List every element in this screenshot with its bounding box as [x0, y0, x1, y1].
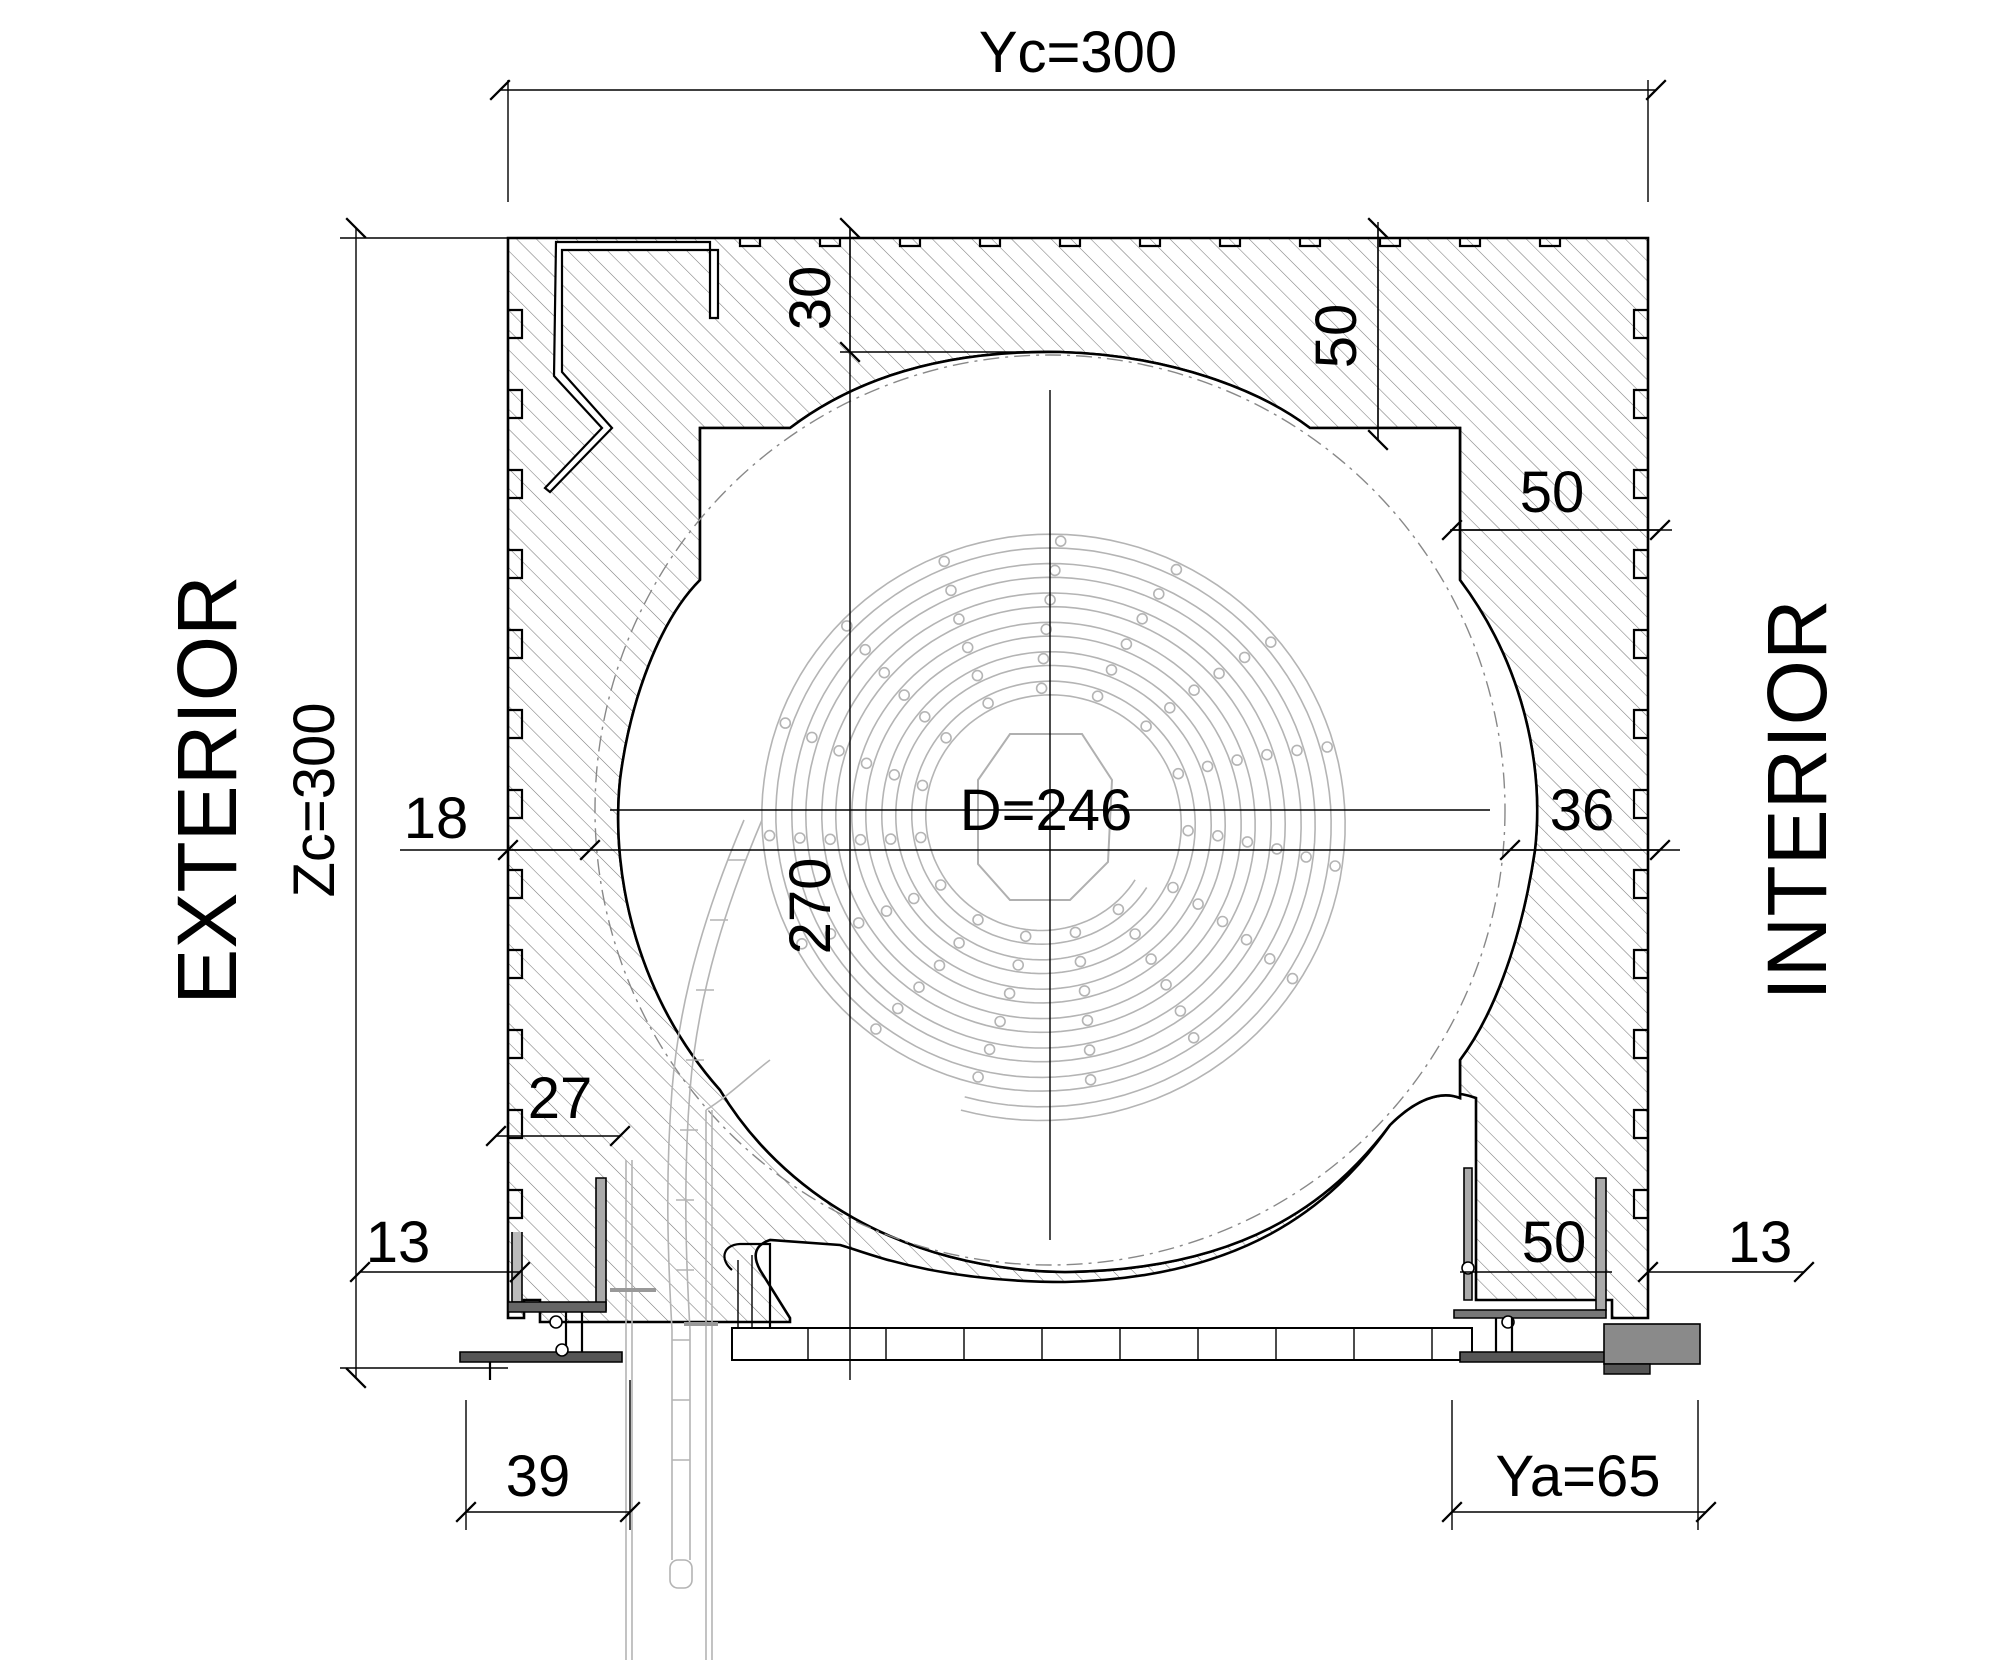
dim-left-27: 27 — [528, 1066, 593, 1131]
dim-top-30: 30 — [778, 266, 843, 331]
octagonal-axle — [977, 733, 1114, 901]
dim-left-13: 13 — [366, 1210, 431, 1275]
bottom-board — [723, 1242, 1473, 1361]
dim-right-13: 13 — [1728, 1210, 1793, 1275]
roll-cavity — [616, 350, 1539, 1274]
max-roll-circle — [594, 354, 1506, 1266]
dim-bottom-39: 39 — [506, 1444, 571, 1509]
left-bottom-profile — [459, 1177, 718, 1380]
dimension-lines — [340, 79, 1815, 1530]
dim-ya: Ya=65 — [1495, 1444, 1660, 1509]
dim-left-18: 18 — [404, 786, 469, 851]
rolled-slats — [761, 533, 1346, 1122]
dim-roll-270: 270 — [778, 858, 843, 955]
edge-notches — [508, 238, 1648, 1220]
shutter-curtain — [625, 819, 771, 1660]
embedded-profile — [543, 240, 720, 494]
dim-diameter: D=246 — [960, 778, 1133, 843]
label-interior: INTERIOR — [1750, 599, 1844, 1000]
dim-top-50: 50 — [1304, 304, 1369, 369]
dim-right-50: 50 — [1520, 460, 1585, 525]
dim-yc: Yc=300 — [979, 20, 1177, 85]
label-exterior: EXTERIOR — [160, 575, 254, 1004]
dim-right-50-bottom: 50 — [1522, 1210, 1587, 1275]
dim-right-36: 36 — [1550, 778, 1615, 843]
right-bottom-profile — [1453, 1167, 1701, 1375]
dim-zc: Zc=300 — [282, 702, 347, 897]
